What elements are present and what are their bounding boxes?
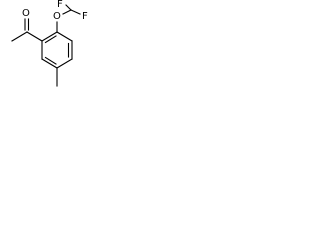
- oxygen-ether-label: O: [53, 11, 61, 22]
- ring-double-bond: [44, 56, 57, 65]
- carbon-fluorine-bond: [70, 9, 81, 15]
- chemical-structure: O O F F: [11, 0, 88, 87]
- methyl-bond: [11, 31, 28, 42]
- ring-double-bond: [44, 35, 57, 44]
- ring-bond: [56, 58, 73, 69]
- carbon-fluorine-bond: [65, 4, 72, 11]
- ring-bond: [41, 31, 58, 42]
- oxygen-ketone-label: O: [22, 8, 30, 19]
- ring-bond: [41, 58, 58, 69]
- oxygen-carbon-bond: [62, 9, 72, 15]
- fluorine-1-label: F: [57, 0, 63, 10]
- ring-bond: [56, 31, 73, 42]
- structure-canvas: O O F F: [0, 0, 97, 116]
- acetyl-bond: [26, 31, 43, 42]
- fluorine-2-label: F: [82, 11, 88, 22]
